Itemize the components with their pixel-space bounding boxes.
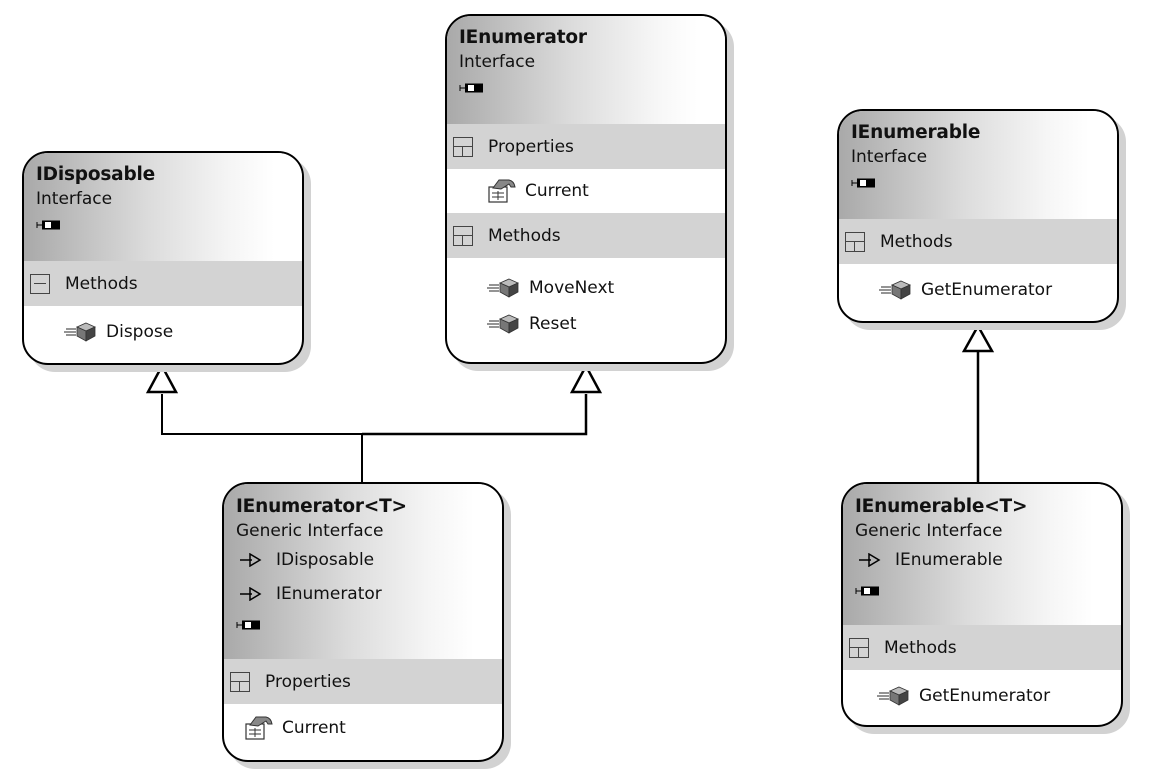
inheritance-arrowhead [961,323,995,353]
member-name: Reset [529,314,577,334]
shape-idisposable[interactable]: IDisposable Interface Methods Dispose [22,151,304,365]
method-cube-icon [487,314,519,334]
shape-header: IEnumerator Interface [447,16,725,124]
compartment-label: Properties [265,671,351,692]
shape-title: IEnumerable [851,122,981,143]
inherits-item[interactable]: IDisposable [236,543,490,577]
member-name: GetEnumerator [921,280,1053,300]
compartment-methods[interactable]: Methods [24,261,302,306]
member-name: Current [525,181,589,201]
shape-title: IDisposable [36,164,155,185]
shape-title: IEnumerable<T> [855,496,1028,517]
inheritance-arrowhead [145,363,179,394]
shape-title: IEnumerator<T> [236,496,407,517]
shape-stereotype: Interface [459,52,536,72]
member-name: Current [282,718,346,738]
member-reset[interactable]: Reset [487,306,725,342]
interface-lollipop-icon [36,211,290,239]
inheritance-ienumerablet-to-ienumerable[interactable] [961,323,995,482]
interface-lollipop-icon [459,74,713,102]
member-getenumerator[interactable]: GetEnumerator [877,678,1121,714]
method-cube-icon [879,280,911,300]
member-current[interactable]: Current [244,710,502,746]
shape-ienumerable[interactable]: IEnumerable Interface Methods GetEnumera… [837,109,1119,323]
member-getenumerator[interactable]: GetEnumerator [879,272,1117,308]
method-cube-icon [64,322,96,342]
expand-toggle-icon[interactable] [230,671,250,692]
member-name: MoveNext [529,278,615,298]
compartment-methods[interactable]: Methods [447,213,725,258]
compartment-methods[interactable]: Methods [843,625,1121,670]
inheritance-arrow-icon [240,553,262,567]
collapse-toggle-icon[interactable] [30,273,50,294]
member-current[interactable]: Current [487,173,725,209]
member-dispose[interactable]: Dispose [64,314,302,350]
method-cube-icon [487,278,519,298]
member-list: Current [224,704,502,752]
member-list: Dispose [24,306,302,356]
interface-lollipop-icon [855,577,1109,605]
compartment-label: Methods [880,231,953,252]
inheritance-arrowhead [569,363,603,394]
member-list: GetEnumerator [843,670,1121,720]
compartment-methods[interactable]: Methods [839,219,1117,264]
property-hand-icon [488,179,516,203]
shape-stereotype: Interface [36,189,113,209]
inherits-item[interactable]: IEnumerator [236,577,490,611]
member-list: MoveNext Reset [447,258,725,348]
compartment-properties[interactable]: Properties [447,124,725,169]
compartment-properties[interactable]: Properties [224,659,502,704]
shape-stereotype: Generic Interface [236,521,384,541]
expand-toggle-icon[interactable] [849,637,869,658]
shape-header: IDisposable Interface [24,153,302,261]
compartment-label: Methods [884,637,957,658]
shape-stereotype: Generic Interface [855,521,1003,541]
inheritance-ienumeratort-to-ienumerator[interactable] [362,363,603,436]
inherits-name: IDisposable [276,550,375,570]
inherits-item[interactable]: IEnumerable [855,543,1109,577]
shape-ienumerator-generic[interactable]: IEnumerator<T> Generic Interface IDispos… [222,482,504,762]
member-name: Dispose [106,322,174,342]
compartment-label: Methods [488,225,561,246]
compartment-label: Methods [65,273,138,294]
method-cube-icon [877,686,909,706]
shape-header: IEnumerator<T> Generic Interface IDispos… [224,484,502,659]
member-list: Current [447,169,725,213]
inherits-name: IEnumerable [895,550,1003,570]
member-movenext[interactable]: MoveNext [487,270,725,306]
inherits-name: IEnumerator [276,584,382,604]
expand-toggle-icon[interactable] [453,225,473,246]
member-name: GetEnumerator [919,686,1051,706]
shape-header: IEnumerable<T> Generic Interface IEnumer… [843,484,1121,625]
shape-stereotype: Interface [851,147,928,167]
interface-lollipop-icon [851,169,1105,197]
member-list: GetEnumerator [839,264,1117,314]
shape-ienumerable-generic[interactable]: IEnumerable<T> Generic Interface IEnumer… [841,482,1123,727]
compartment-label: Properties [488,136,574,157]
property-hand-icon [245,716,273,740]
shape-title: IEnumerator [459,27,587,48]
expand-toggle-icon[interactable] [845,231,865,252]
shape-ienumerator[interactable]: IEnumerator Interface Properties Current… [445,14,727,364]
shape-header: IEnumerable Interface [839,111,1117,219]
inheritance-arrow-icon [859,553,881,567]
expand-toggle-icon[interactable] [453,136,473,157]
inheritance-ienumeratort-to-idisposable[interactable] [145,363,363,482]
interface-lollipop-icon [236,611,490,639]
inheritance-arrow-icon [240,587,262,601]
